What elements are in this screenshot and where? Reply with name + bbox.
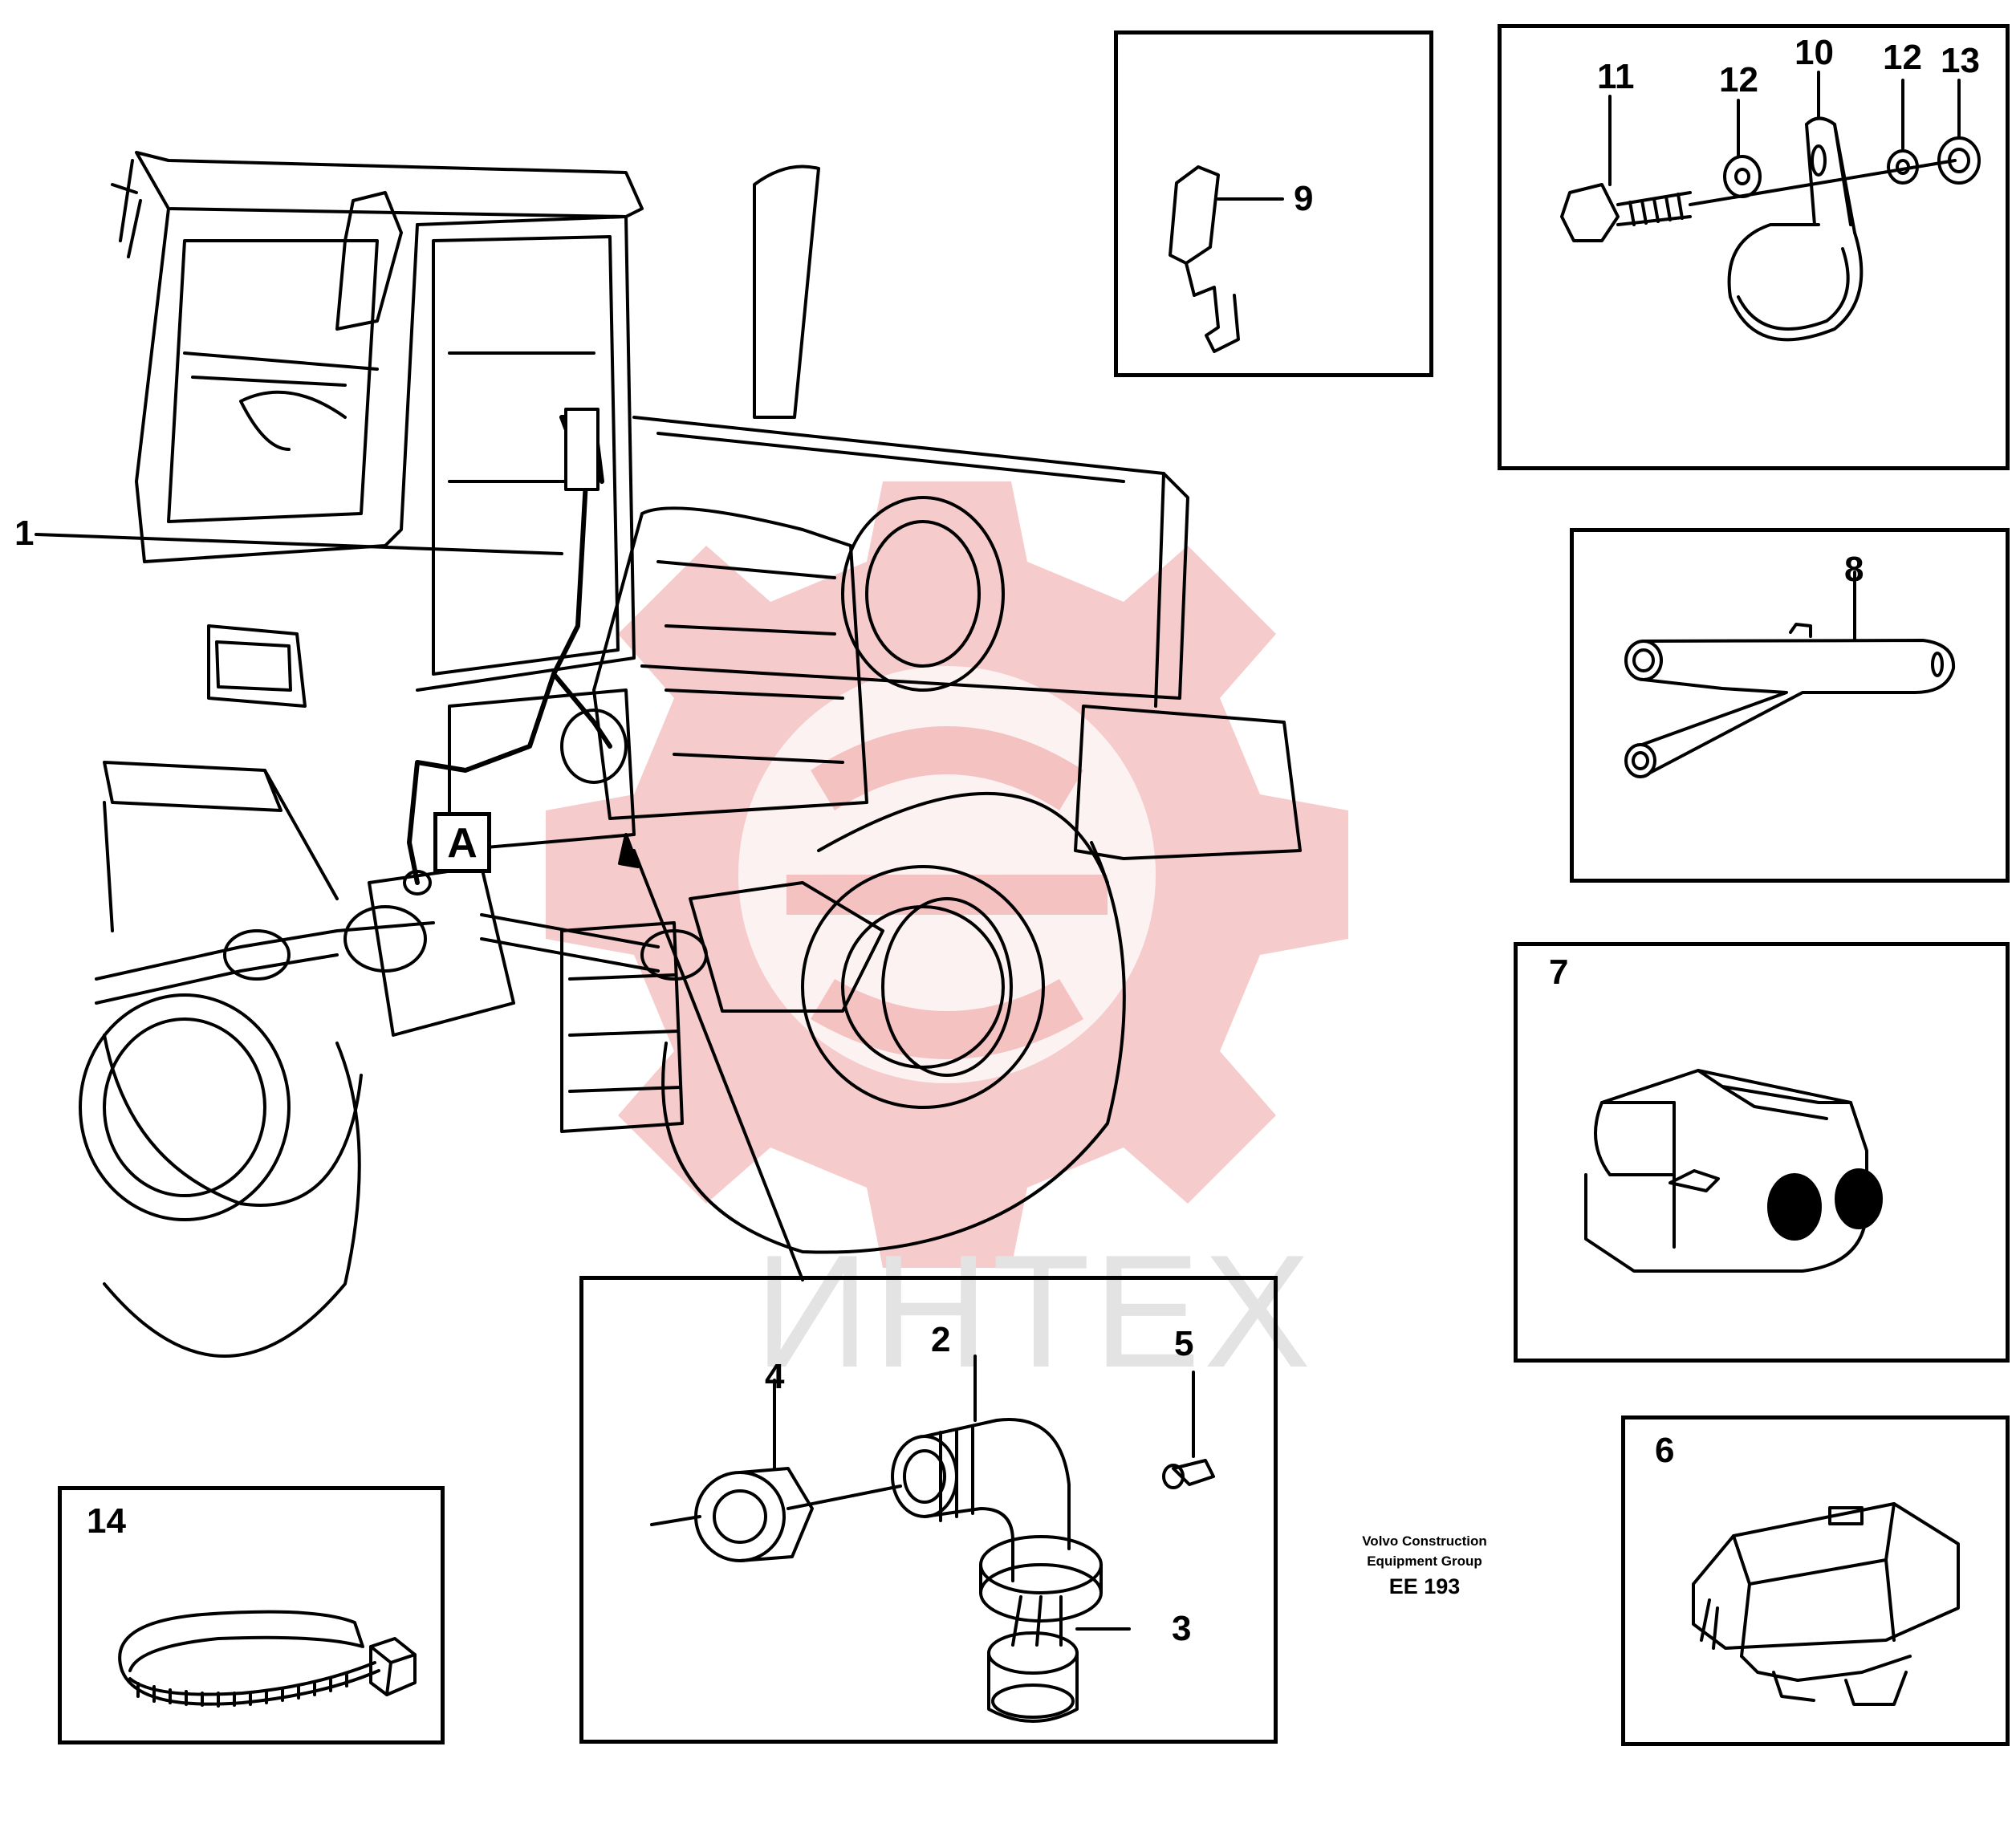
callout-label-3: 3 (1172, 1609, 1192, 1648)
callout-label-11: 11 (1597, 57, 1635, 96)
detail-a-drawing (650, 1355, 1215, 1723)
caption-code: EE 193 (1388, 1574, 1461, 1598)
detail-9-drawing (1169, 165, 1284, 353)
detail-box-clamp (1498, 24, 2010, 470)
detail-6-drawing (1692, 1502, 1960, 1706)
callout-label-14: 14 (87, 1501, 126, 1541)
detail-box-14 (58, 1486, 445, 1744)
detail-box-9 (1114, 30, 1433, 377)
caption-block: Volvo Construction Equipment Group EE 19… (1332, 1531, 1517, 1600)
callout-label-12b: 12 (1883, 38, 1922, 77)
detail-8-drawing (1624, 571, 1956, 778)
caption-line-2: Equipment Group (1367, 1554, 1482, 1569)
callout-label-5: 5 (1174, 1324, 1194, 1363)
detail-a-marker: A (433, 812, 491, 873)
callout-label-2: 2 (931, 1320, 951, 1359)
callout-label-6: 6 (1655, 1431, 1675, 1470)
callout-label-10: 10 (1794, 33, 1834, 72)
callout-label-9: 9 (1294, 179, 1314, 218)
callout-label-13: 13 (1941, 41, 1980, 80)
detail-7-drawing (1584, 1069, 1883, 1273)
detail-box-a (579, 1276, 1278, 1744)
caption-line-1: Volvo Construction (1362, 1533, 1487, 1549)
detail-box-6 (1621, 1415, 2010, 1746)
detail-14-drawing (118, 1610, 417, 1708)
detail-clamp-drawing (1560, 71, 1981, 342)
callout-label-4: 4 (765, 1357, 785, 1396)
detail-box-8 (1570, 528, 2010, 883)
callout-label-7: 7 (1549, 952, 1569, 992)
callout-label-1: 1 (14, 514, 35, 553)
callout-label-8: 8 (1844, 550, 1864, 589)
detail-box-7 (1514, 942, 2010, 1363)
callout-label-12a: 12 (1719, 60, 1758, 100)
